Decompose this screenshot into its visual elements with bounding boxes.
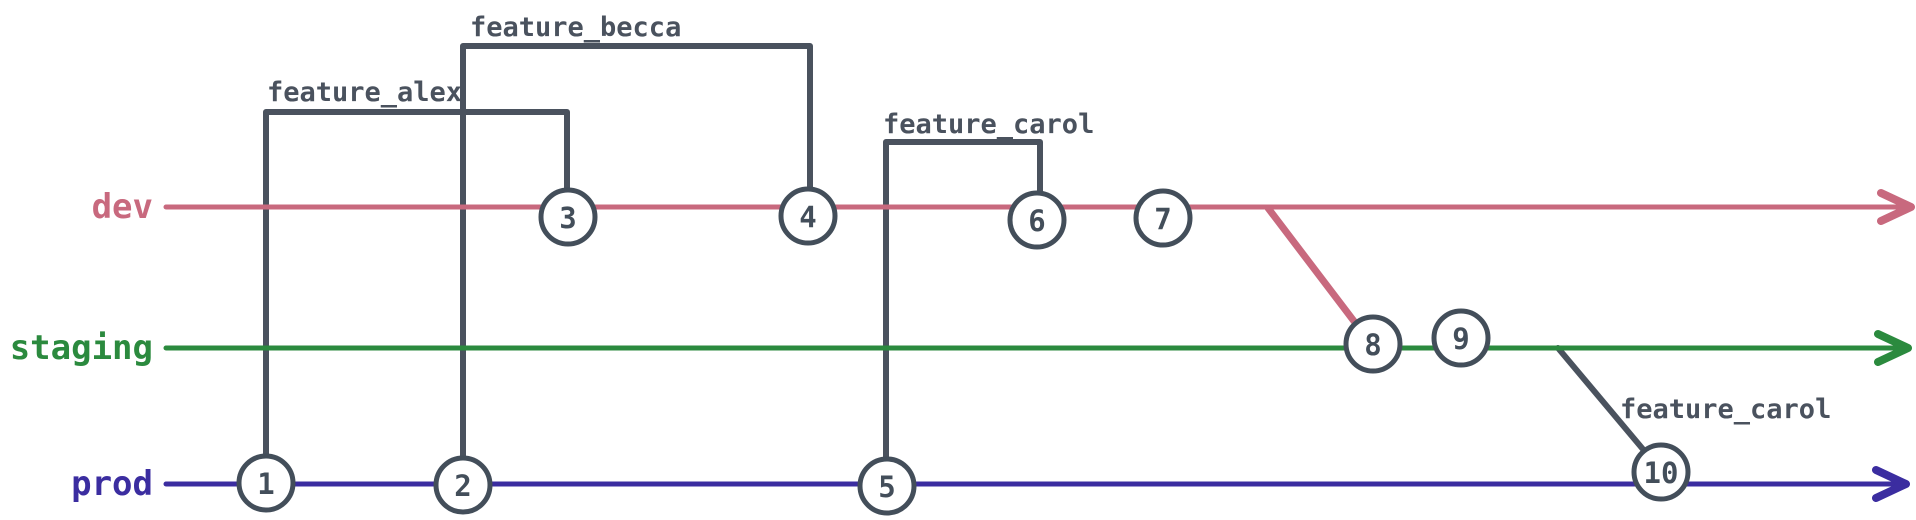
commit-node-3: [538, 187, 598, 247]
commit-label-1: 1: [257, 467, 274, 501]
branch-label-prod: prod: [71, 464, 153, 504]
branch-arrow-dev: [1877, 189, 1915, 225]
feature-link-feature_becca-1: [460, 43, 813, 462]
feature-link-feature_alex-0: [263, 109, 570, 460]
commit-node-8: [1343, 314, 1403, 374]
commit-node-10: [1631, 442, 1691, 502]
commit-node-9: [1431, 308, 1491, 368]
commit-node-2: [433, 455, 493, 515]
commit-node-7: [1133, 188, 1193, 248]
commit-node-1: [236, 453, 296, 513]
commit-label-7: 7: [1154, 202, 1171, 236]
commit-label-2: 2: [454, 469, 471, 503]
feature-label-feature_becca-1: feature_becca: [470, 12, 681, 43]
commit-node-5: [857, 456, 917, 516]
commit-label-6: 6: [1028, 204, 1045, 238]
commit-label-8: 8: [1364, 328, 1381, 362]
branch-arrow-staging: [1874, 330, 1912, 366]
commit-label-10: 10: [1644, 456, 1679, 490]
merge-link-0: [1264, 204, 1370, 341]
feature-label-feature_carol-2: feature_carol: [883, 109, 1094, 140]
feature-label-feature_carol-3: feature_carol: [1620, 394, 1831, 425]
commit-label-3: 3: [559, 201, 576, 235]
commit-node-6: [1007, 190, 1067, 250]
commit-node-4: [778, 186, 838, 246]
feature-link-feature_carol-2: [883, 139, 1043, 463]
commit-label-9: 9: [1452, 322, 1469, 356]
commit-label-5: 5: [878, 470, 895, 504]
branch-label-staging: staging: [10, 328, 153, 368]
branch-label-dev: dev: [92, 187, 153, 227]
branch-arrow-prod: [1872, 466, 1910, 502]
commit-label-4: 4: [799, 200, 816, 234]
feature-link-feature_carol-3: [1555, 345, 1655, 463]
feature-label-feature_alex-0: feature_alex: [267, 77, 462, 108]
